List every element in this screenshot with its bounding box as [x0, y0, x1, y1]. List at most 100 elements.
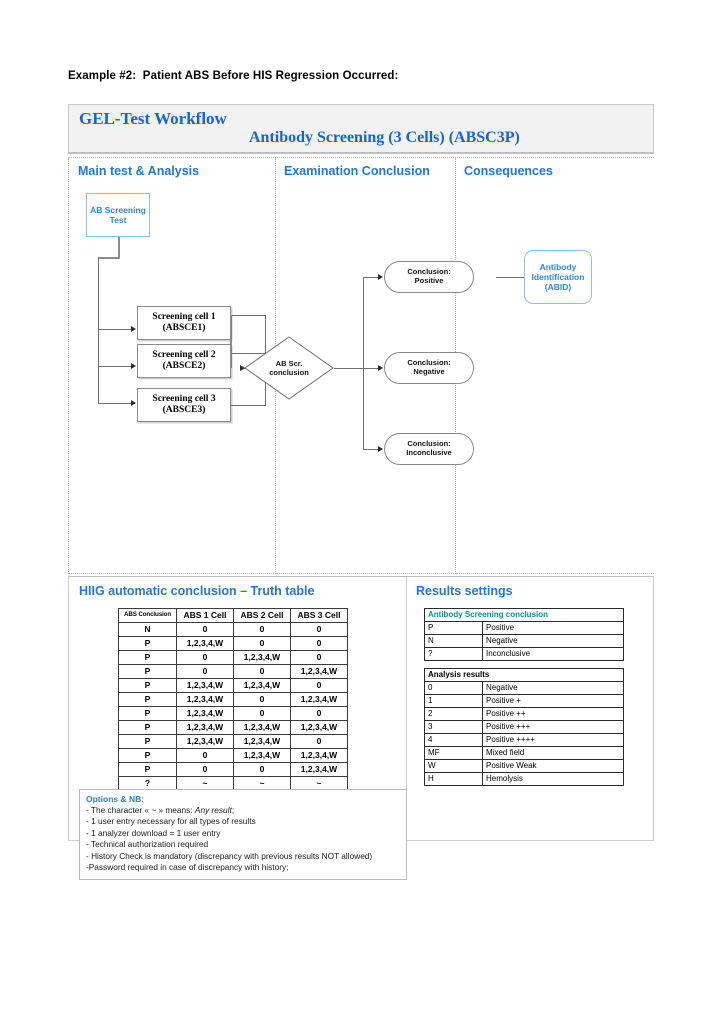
- table-cell: 1,2,3,4,W: [233, 678, 291, 693]
- connector-bus-left: [230, 315, 232, 368]
- table-cell-value: Positive +++: [482, 720, 624, 734]
- workflow-title-band: GEL-Test Workflow Antibody Screening (3 …: [68, 104, 654, 154]
- table-header-cell: Antibody Screening conclusion: [424, 608, 624, 622]
- table-cell: 0: [290, 734, 348, 749]
- table-cell-key: 2: [424, 707, 483, 721]
- node-conclusion-negative[interactable]: Conclusion: Negative: [384, 352, 474, 384]
- arrowhead-cell3: [131, 400, 136, 406]
- table-cell-key: MF: [424, 746, 483, 760]
- truth-table-header-row: ABS Conclusion ABS 1 Cell ABS 2 Cell ABS…: [118, 608, 348, 623]
- node-conclusion-positive[interactable]: Conclusion: Positive: [384, 261, 474, 293]
- options-nb-title: Options & NB:: [86, 794, 145, 804]
- connector-trunk-vertical: [98, 257, 99, 404]
- table-cell: P: [118, 650, 177, 665]
- node-screening-cell-3[interactable]: Screening cell 3 (ABSCE3): [137, 388, 231, 422]
- table-row: Analysis results: [424, 668, 624, 682]
- table-cell: 1,2,3,4,W: [290, 692, 348, 707]
- table-cell: 0: [290, 678, 348, 693]
- workflow-lower-band: HIIG automatic conclusion – Truth table …: [68, 576, 654, 880]
- table-cell: 1,2,3,4,W: [233, 720, 291, 735]
- lower-band-divider: [406, 577, 407, 840]
- connector-conclusion-bus: [363, 277, 364, 450]
- table-cell-key: 1: [424, 694, 483, 708]
- connector-bus-lower: [265, 368, 266, 405]
- connector-to-inconclusive: [363, 449, 379, 450]
- table-cell: 0: [233, 692, 291, 707]
- node-label: Antibody Identification (ABID): [531, 261, 585, 292]
- truth-table: ABS Conclusion ABS 1 Cell ABS 2 Cell ABS…: [118, 608, 348, 791]
- workflow-frame: GEL-Test Workflow Antibody Screening (3 …: [68, 104, 656, 880]
- table-cell: 1,2,3,4,W: [176, 692, 234, 707]
- arrowhead-cell1: [131, 326, 136, 332]
- table-cell: P: [118, 720, 177, 735]
- connector-trunk-to-cell3: [98, 403, 132, 404]
- node-screening-cell-1[interactable]: Screening cell 1 (ABSCE1): [137, 306, 231, 340]
- node-label: Screening cell 1 (ABSCE1): [152, 311, 216, 333]
- workflow-title-primary: GEL-Test Workflow: [79, 109, 227, 128]
- table-cell: 0: [176, 650, 234, 665]
- options-nb-line: - History Check is mandatory (discrepanc…: [86, 850, 373, 861]
- table-cell: 1,2,3,4,W: [290, 762, 348, 777]
- node-conclusion-inconclusive[interactable]: Conclusion: Inconclusive: [384, 433, 474, 465]
- workflow-diagram-band: Main test & Analysis Examination Conclus…: [68, 157, 654, 574]
- node-label: AB Screening Test: [90, 204, 146, 225]
- table-cell: N: [118, 622, 177, 637]
- node-ab-scr-conclusion-decision[interactable]: AB Scr. conclusion: [244, 336, 334, 400]
- table-cell-key: 3: [424, 720, 483, 734]
- truth-table-header-cell: ABS 2 Cell: [233, 608, 291, 623]
- column-header-examination: Examination Conclusion: [284, 164, 430, 178]
- node-label: Screening cell 3 (ABSCE3): [152, 393, 216, 415]
- table-cell-key: ?: [424, 647, 483, 661]
- arrowhead-diamond: [240, 365, 245, 371]
- node-label: Screening cell 2 (ABSCE2): [152, 349, 216, 371]
- table-cell-key: H: [424, 772, 483, 786]
- table-cell: 1,2,3,4,W: [233, 650, 291, 665]
- table-cell-key: 4: [424, 733, 483, 747]
- table-cell: 1,2,3,4,W: [290, 664, 348, 679]
- options-nb-line: - The character « ~ » means: Any result;: [86, 805, 235, 815]
- connector-diamond-out: [334, 368, 364, 369]
- section-title-results-settings: Results settings: [416, 584, 513, 598]
- table-cell: P: [118, 664, 177, 679]
- arrowhead-inconclusive: [378, 446, 383, 452]
- table-cell-value: Positive ++: [482, 707, 624, 721]
- table-cell: P: [118, 748, 177, 763]
- table-cell-value: Mixed field: [482, 746, 624, 760]
- table-cell: 0: [233, 664, 291, 679]
- node-antibody-identification[interactable]: Antibody Identification (ABID): [524, 250, 592, 304]
- table-cell: 1,2,3,4,W: [176, 636, 234, 651]
- table-cell: 0: [233, 622, 291, 637]
- connector-cell2-out: [231, 353, 266, 354]
- table-cell: P: [118, 734, 177, 749]
- connector-bus-upper: [265, 315, 266, 368]
- table-cell: 1,2,3,4,W: [176, 720, 234, 735]
- node-ab-screening-test[interactable]: AB Screening Test: [86, 193, 150, 237]
- column-header-consequences: Consequences: [464, 164, 553, 178]
- section-title-truth-table: HIIG automatic conclusion – Truth table: [79, 584, 315, 598]
- table-row: Antibody Screening conclusion: [424, 608, 624, 622]
- node-screening-cell-2[interactable]: Screening cell 2 (ABSCE2): [137, 344, 231, 378]
- table-cell-value: Positive ++++: [482, 733, 624, 747]
- table-cell: 1,2,3,4,W: [233, 748, 291, 763]
- options-nb-box: Options & NB: - The character « ~ » mean…: [79, 789, 407, 880]
- node-label: Conclusion: Inconclusive: [406, 439, 452, 457]
- node-label: AB Scr. conclusion: [269, 358, 309, 377]
- connector-cell3-out: [231, 405, 266, 406]
- options-nb-line: - Technical authorization required: [86, 839, 209, 850]
- table-cell: 0: [290, 636, 348, 651]
- table-cell: P: [118, 678, 177, 693]
- table-cell: 0: [233, 636, 291, 651]
- connector-trunk-to-cell2: [98, 366, 132, 367]
